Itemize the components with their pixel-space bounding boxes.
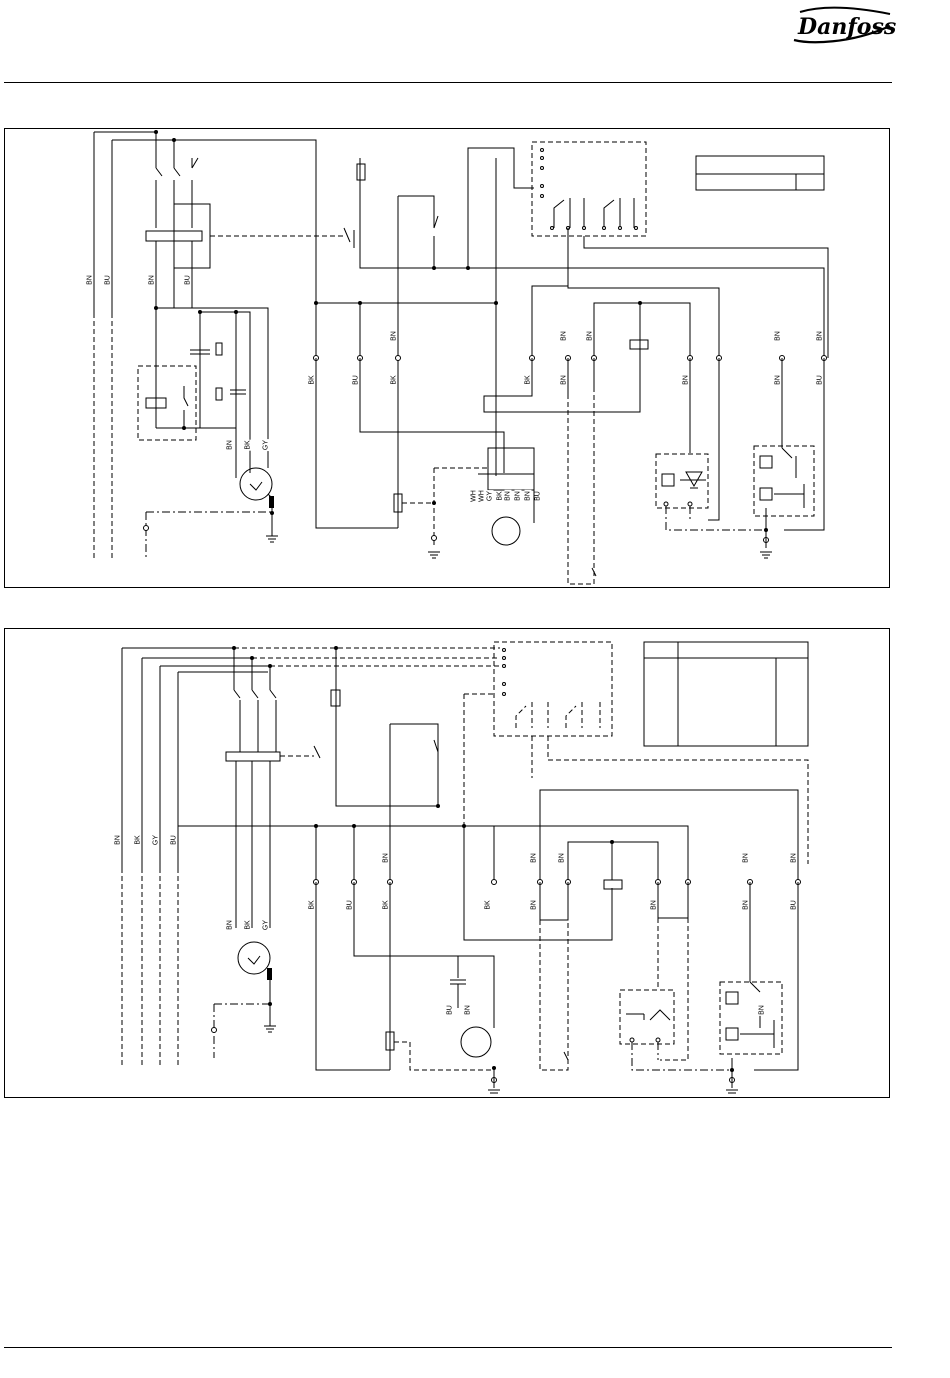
wire-colour-label: GY xyxy=(263,439,270,451)
diagram-2-frame xyxy=(5,629,890,1098)
wire-colour-label: BN xyxy=(587,330,594,342)
wire-colour-label: BK xyxy=(245,439,252,450)
wire-colour-label: BK xyxy=(391,374,398,385)
wire-colour-label: BK xyxy=(485,899,492,910)
wire-colour-label: BN xyxy=(559,852,566,864)
fan-motor-2 xyxy=(461,1027,491,1057)
wire-colour-label: BN xyxy=(775,330,782,342)
wire-colour-label: BN xyxy=(775,374,782,386)
wire-colour-label: BU xyxy=(171,834,178,846)
switch-box-2 xyxy=(720,982,782,1054)
wire-colour-label: BN xyxy=(791,852,798,864)
relay-box-1 xyxy=(138,366,196,440)
wire-colour-label: BN xyxy=(227,919,234,931)
wire-colour-label: BK xyxy=(525,374,532,385)
wire-colour-label: BN xyxy=(515,490,522,502)
wire-colour-label: BN xyxy=(227,439,234,451)
wiring-diagram-1 xyxy=(4,128,890,588)
diagram-1-frame xyxy=(5,129,890,588)
wire-colour-label: BK xyxy=(497,490,504,501)
wire-colour-label: BN xyxy=(525,490,532,502)
wire-colour-label: BN xyxy=(651,899,658,911)
wire-colour-label: BU xyxy=(105,274,112,286)
footer-rule xyxy=(4,1347,892,1348)
wire-colour-label: GY xyxy=(487,490,494,502)
wire-colour-label: BU xyxy=(347,899,354,911)
wire-colour-label: BU xyxy=(447,1004,454,1016)
legend-box-1 xyxy=(696,156,824,190)
wire-colour-label: BU xyxy=(535,490,542,502)
danfoss-logo: Danfoss xyxy=(790,4,896,50)
wire-colour-label: BK xyxy=(245,919,252,930)
wire-colour-label: BU xyxy=(185,274,192,286)
wire-colour-label: BU xyxy=(353,374,360,386)
wire-colour-label: BN xyxy=(505,490,512,502)
sensor-box-2 xyxy=(620,990,674,1044)
wire-colour-label: BN xyxy=(391,330,398,342)
wire-colour-label: BN xyxy=(561,374,568,386)
wire-colour-label: BN xyxy=(87,274,94,286)
fuse-1 xyxy=(357,164,365,180)
wire-colour-label: BU xyxy=(791,899,798,911)
sensor-box-1 xyxy=(656,454,708,508)
wire-colour-label: BN xyxy=(561,330,568,342)
wiring-diagram-2 xyxy=(4,628,890,1100)
wire-colour-label: WH xyxy=(471,489,478,503)
wire-colour-label: BN xyxy=(743,899,750,911)
wire-colour-label: WH xyxy=(479,489,486,503)
wire-colour-label: BK xyxy=(135,834,142,845)
fan-motor-1 xyxy=(492,517,520,545)
svg-text:Danfoss: Danfoss xyxy=(797,14,896,40)
controller-box-1 xyxy=(532,142,646,236)
relay-coil-2 xyxy=(604,880,622,889)
wire-colour-label: BK xyxy=(383,899,390,910)
overload-relay-2 xyxy=(226,752,280,761)
wire-colour-label: BN xyxy=(149,274,156,286)
compressor-motor-1 xyxy=(240,468,272,500)
wire-colour-label: GY xyxy=(153,834,160,846)
wire-colour-label: BN xyxy=(817,330,824,342)
wire-colour-label: BN xyxy=(759,1004,766,1016)
wire-colour-label: BN xyxy=(531,899,538,911)
wire-colour-label: BK xyxy=(309,374,316,385)
controller-box-2 xyxy=(494,642,612,736)
header-rule xyxy=(4,82,892,83)
wire-colour-label: BK xyxy=(309,899,316,910)
wire-colour-label: BN xyxy=(383,852,390,864)
wire-colour-label: BN xyxy=(743,852,750,864)
wire-colour-label: BN xyxy=(465,1004,472,1016)
wire-colour-label: BU xyxy=(817,374,824,386)
wire-colour-label: BN xyxy=(115,834,122,846)
wire-colour-label: GY xyxy=(263,919,270,931)
wire-colour-label: BN xyxy=(683,374,690,386)
compressor-motor-2 xyxy=(238,942,270,974)
wire-colour-label: BN xyxy=(531,852,538,864)
relay-coil-1 xyxy=(630,340,648,349)
